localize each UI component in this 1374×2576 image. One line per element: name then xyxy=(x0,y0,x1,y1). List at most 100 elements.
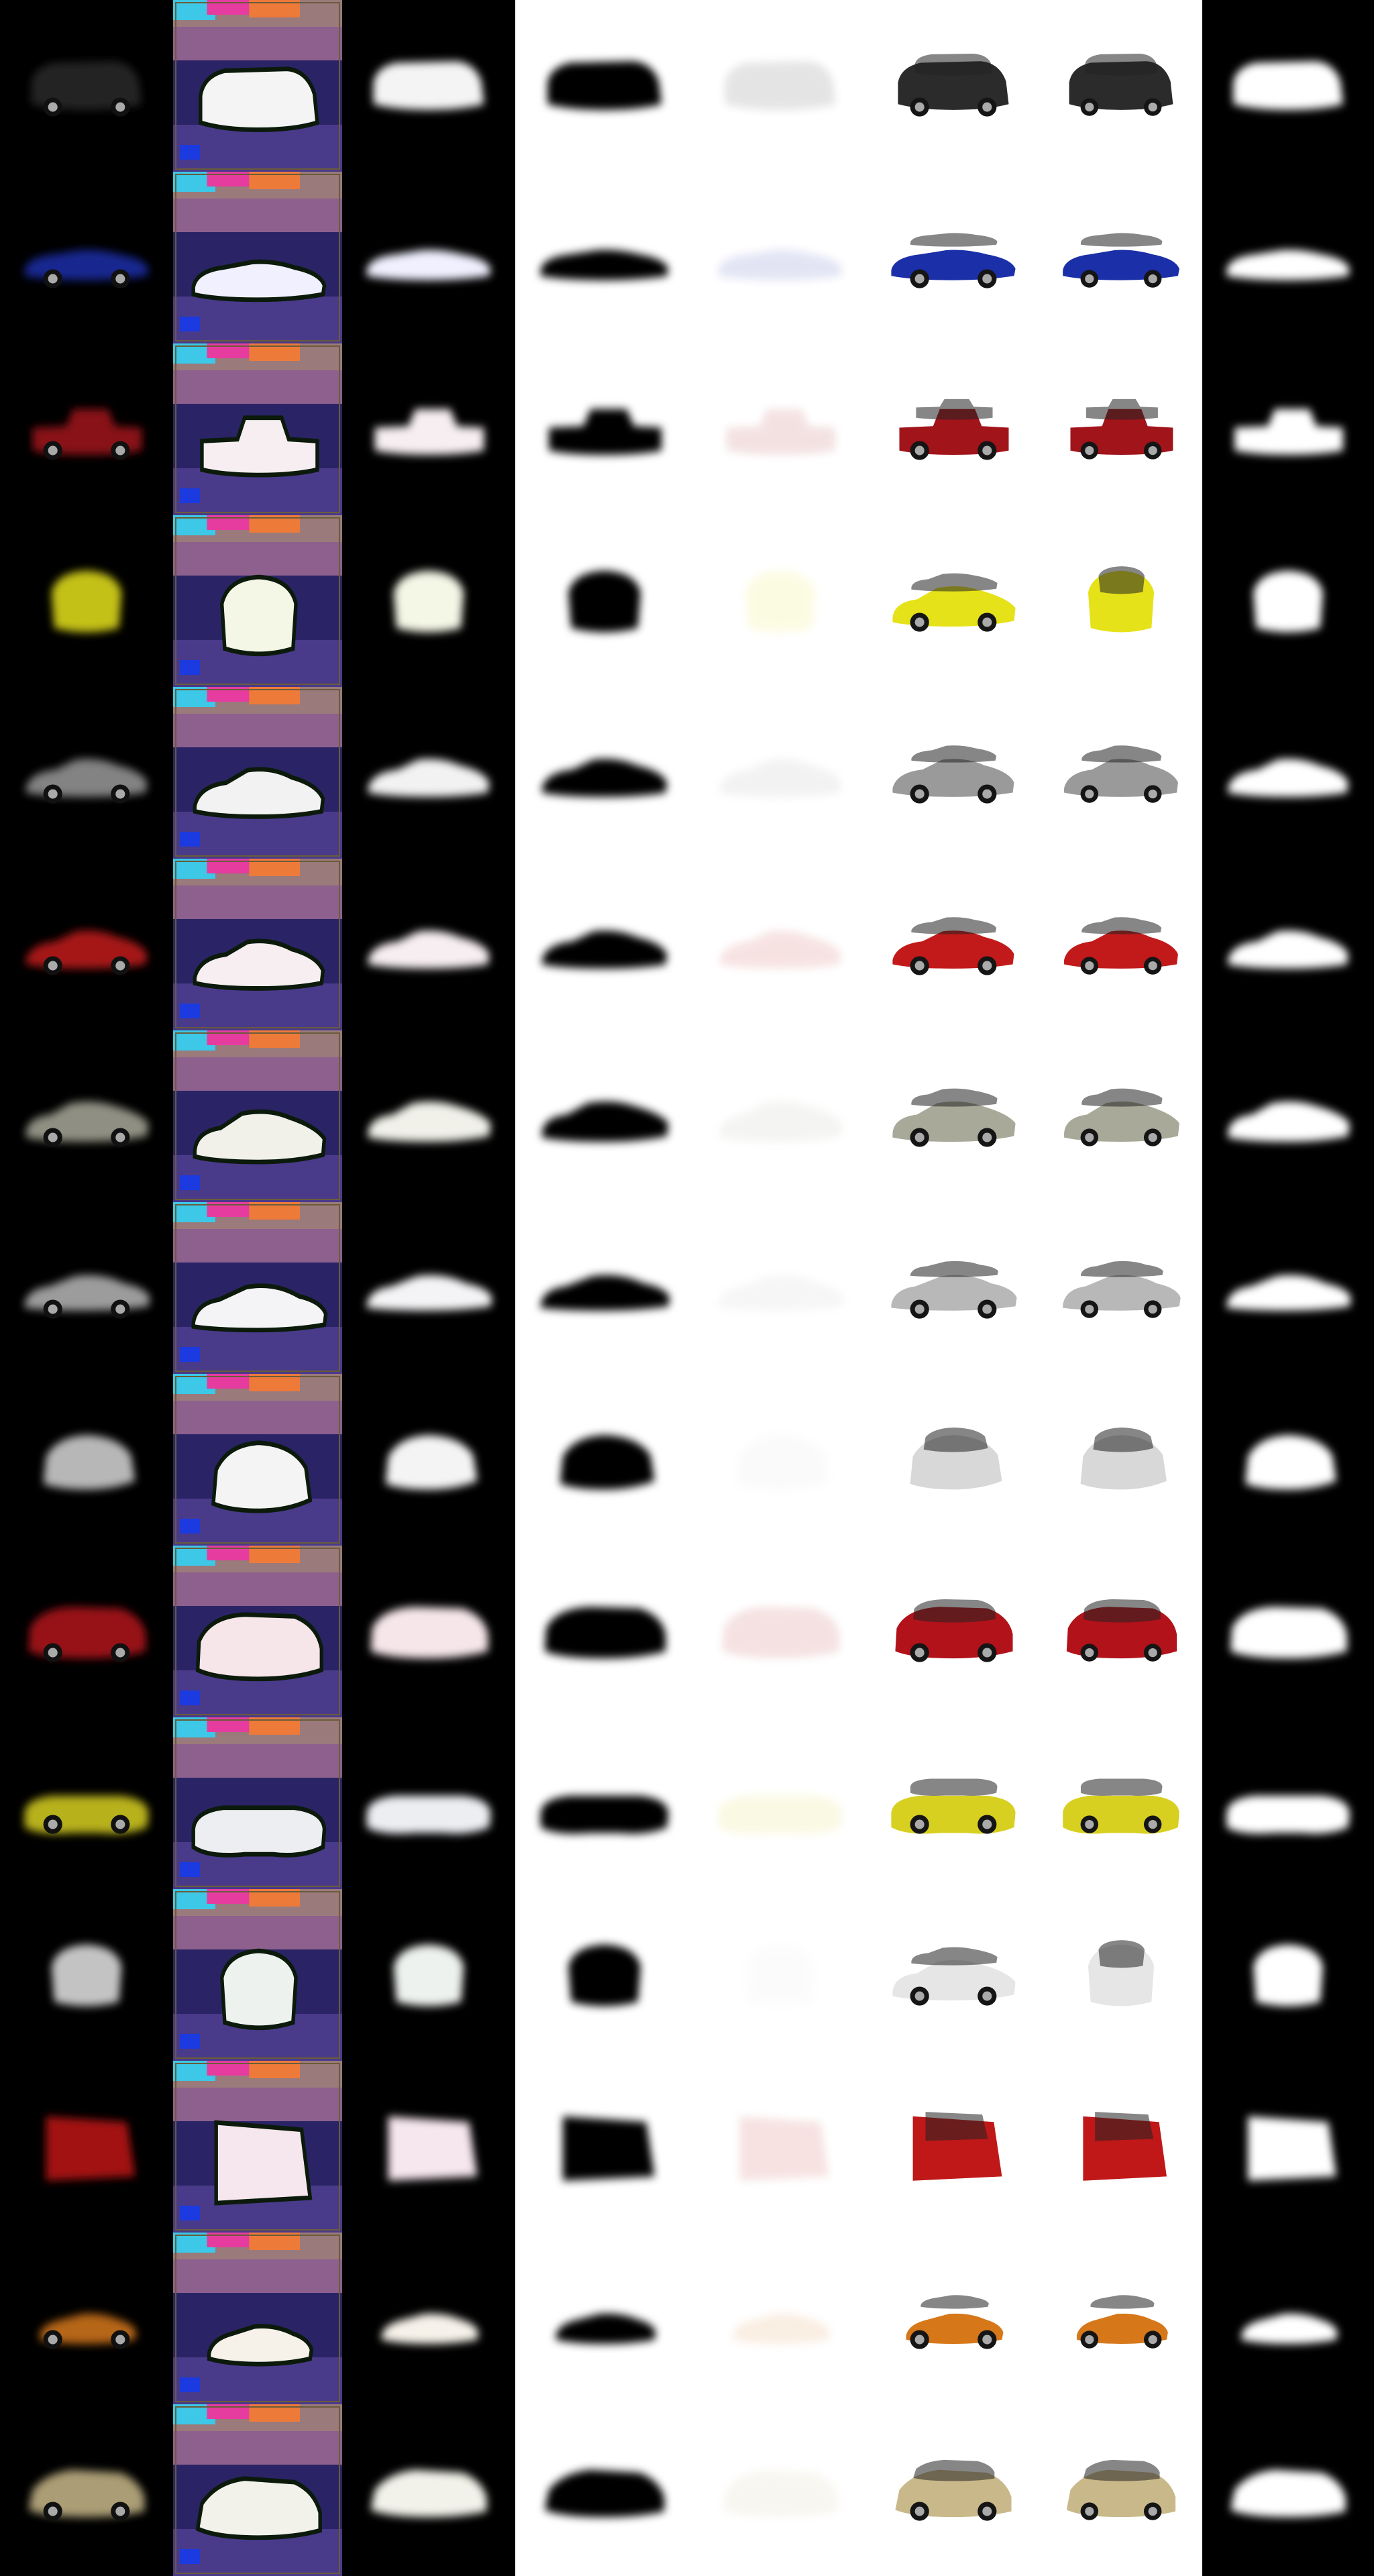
cell-orange-muscle-silhouette-black xyxy=(515,2233,694,2404)
cell-fire-truck-mask-white xyxy=(1202,2061,1374,2233)
cell-white-sedan-rear-mask-white xyxy=(1202,1889,1374,2061)
column-faint-color xyxy=(694,0,867,2576)
cell-armored-suv-soft-render-dark xyxy=(342,0,515,172)
car-render xyxy=(28,1607,146,1662)
cell-silver-sports-feature-map xyxy=(173,1202,342,1374)
car-render xyxy=(173,2233,342,2404)
cell-white-sedan-rear-masked-input xyxy=(0,1889,173,2061)
column-recon-view-b xyxy=(1040,0,1202,2576)
car-render xyxy=(173,687,342,859)
car-render xyxy=(1069,54,1173,116)
car-render xyxy=(1228,1101,1350,1142)
car-render xyxy=(173,1374,342,1546)
car-render xyxy=(25,1101,149,1147)
car-render xyxy=(366,1275,492,1311)
cell-red-pickup-recon-view-b xyxy=(1040,343,1202,515)
car-render xyxy=(1066,1599,1177,1662)
cell-red-minivan-faint-color xyxy=(694,1546,867,1717)
car-render xyxy=(540,1275,670,1311)
car-render xyxy=(51,1944,122,2006)
cell-silver-coupe-mask-white xyxy=(1202,687,1374,859)
cell-red-minivan-feature-map xyxy=(173,1546,342,1717)
car-render xyxy=(718,1795,843,1834)
car-render xyxy=(541,930,668,969)
car-render xyxy=(393,570,464,633)
cell-red-convertible-silhouette-black xyxy=(515,859,694,1030)
cell-yellow-sedan-rear-recon-view-b xyxy=(1040,515,1202,687)
cell-orange-muscle-soft-render-dark xyxy=(342,2233,515,2404)
car-render xyxy=(1228,930,1349,969)
cell-yellow-sedan-rear-feature-map xyxy=(173,515,342,687)
cell-red-convertible-faint-color xyxy=(694,859,867,1030)
cell-white-hatch-front-faint-color xyxy=(694,1374,867,1546)
cell-white-hatch-front-silhouette-black xyxy=(515,1374,694,1546)
car-render xyxy=(719,759,841,797)
cell-yellow-sedan-rear-faint-color xyxy=(694,515,867,687)
cell-red-minivan-recon-view-a xyxy=(867,1546,1040,1717)
car-render xyxy=(1230,2469,1346,2518)
car-render xyxy=(891,1778,1016,1834)
feature-map-frame xyxy=(175,1719,340,1887)
cell-blue-roadster-soft-render-dark xyxy=(342,172,515,343)
cell-red-pickup-masked-input xyxy=(0,343,173,515)
car-render xyxy=(43,1435,136,1490)
feature-map-frame xyxy=(175,689,340,857)
cell-white-hatch-front-soft-render-dark xyxy=(342,1374,515,1546)
cell-blue-roadster-faint-color xyxy=(694,172,867,343)
cell-fire-truck-recon-view-a xyxy=(867,2061,1040,2233)
feature-map-frame xyxy=(175,174,340,341)
car-render xyxy=(368,1101,491,1142)
cell-yellow-buggy-recon-view-b xyxy=(1040,1717,1202,1889)
car-render xyxy=(173,1889,342,2061)
cell-silver-sports-masked-input xyxy=(0,1202,173,1374)
cell-gold-suv-feature-map xyxy=(173,2404,342,2576)
car-render xyxy=(1230,1607,1347,1659)
cell-silver-coupe-soft-render-dark xyxy=(342,687,515,859)
cell-red-convertible-masked-input xyxy=(0,859,173,1030)
cell-orange-muscle-faint-color xyxy=(694,2233,867,2404)
cell-gold-suv-recon-view-b xyxy=(1040,2404,1202,2576)
car-render xyxy=(1248,2116,1336,2181)
column-silhouette-black xyxy=(515,0,694,2576)
car-render xyxy=(173,172,342,343)
car-render xyxy=(895,1599,1013,1662)
car-render xyxy=(51,570,122,633)
cell-white-sedan-rear-feature-map xyxy=(173,1889,342,2061)
car-render xyxy=(568,1944,641,2006)
cell-orange-muscle-mask-white xyxy=(1202,2233,1374,2404)
car-render xyxy=(718,250,843,280)
cell-white-sedan-rear-silhouette-black xyxy=(515,1889,694,2061)
cell-orange-muscle-recon-view-a xyxy=(867,2233,1040,2404)
car-render xyxy=(562,2116,655,2181)
car-render xyxy=(1245,1435,1336,1490)
cell-silver-sports-recon-view-b xyxy=(1040,1202,1202,1374)
cell-yellow-sedan-rear-recon-view-a xyxy=(867,515,1040,687)
cell-red-minivan-recon-view-b xyxy=(1040,1546,1202,1717)
car-render xyxy=(733,2313,831,2344)
car-render xyxy=(1076,2295,1168,2349)
car-render xyxy=(899,398,1009,460)
cell-red-pickup-silhouette-black xyxy=(515,343,694,515)
feature-map-frame xyxy=(175,2235,340,2402)
car-render xyxy=(892,917,1014,975)
cell-silver-sports-faint-color xyxy=(694,1202,867,1374)
car-render xyxy=(1064,1088,1179,1146)
cell-red-convertible-recon-view-b xyxy=(1040,859,1202,1030)
cell-silver-sports-recon-view-a xyxy=(867,1202,1040,1374)
cell-yellow-buggy-masked-input xyxy=(0,1717,173,1889)
car-render xyxy=(898,54,1009,117)
car-render xyxy=(1070,398,1173,460)
car-render xyxy=(1088,566,1155,633)
cell-gold-suv-silhouette-black xyxy=(515,2404,694,2576)
cell-blue-roadster-masked-input xyxy=(0,172,173,343)
cell-silver-coupe-masked-input xyxy=(0,687,173,859)
feature-map-frame xyxy=(175,517,340,685)
car-render xyxy=(1088,1940,1155,2006)
cell-gold-suv-masked-input xyxy=(0,2404,173,2576)
cell-yellow-buggy-mask-white xyxy=(1202,1717,1374,1889)
cell-fire-truck-recon-view-b xyxy=(1040,2061,1202,2233)
cell-gold-suv-mask-white xyxy=(1202,2404,1374,2576)
car-render xyxy=(31,61,142,117)
car-render xyxy=(39,2313,137,2349)
car-render xyxy=(366,250,491,280)
